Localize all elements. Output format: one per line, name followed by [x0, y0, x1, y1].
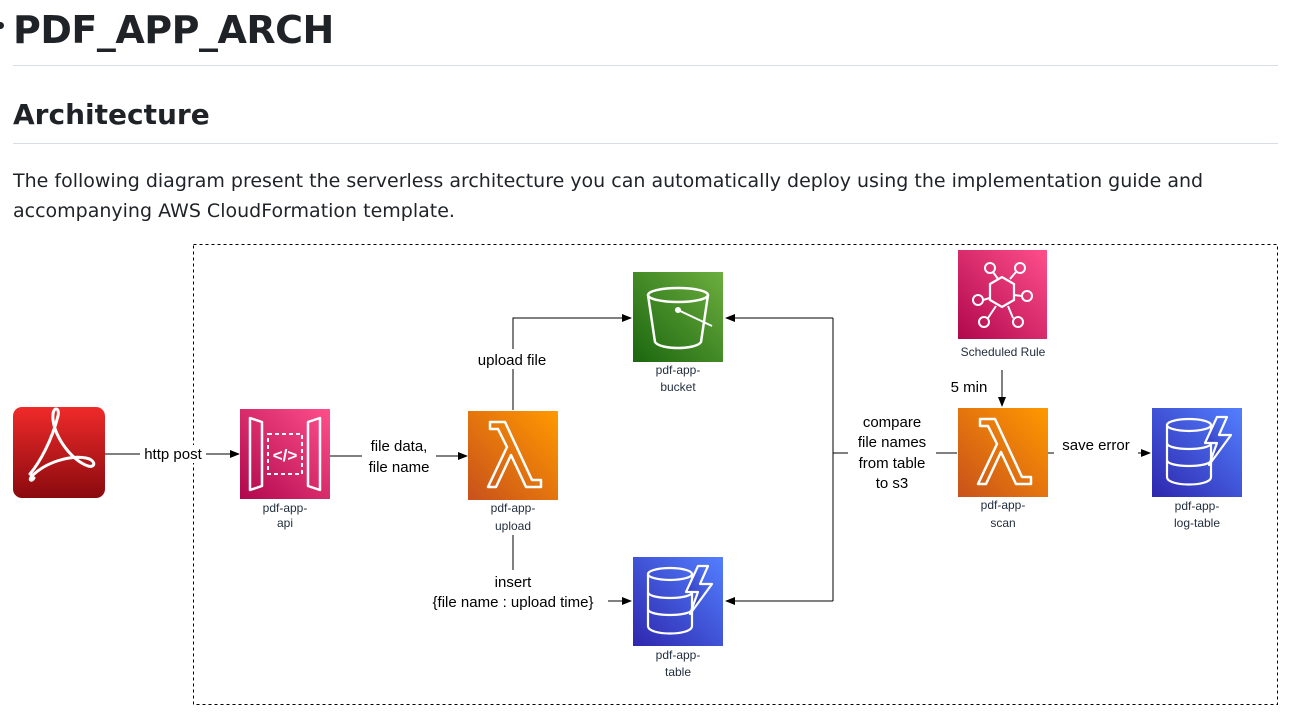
edge-label-file-data: file data, — [371, 438, 428, 455]
table-label-l1: pdf-app- — [656, 648, 701, 662]
edge-label-insert: insert — [495, 574, 533, 591]
heading-anchor-icon[interactable] — [0, 22, 4, 29]
edge-label-save-error: save error — [1062, 437, 1130, 454]
bucket-label-l1: pdf-app- — [656, 363, 701, 377]
table-label-l2: table — [665, 665, 691, 679]
section-divider — [13, 143, 1278, 144]
title-divider — [13, 65, 1278, 66]
edge-label-file-name: file name — [369, 459, 430, 476]
upload-label-l2: upload — [495, 519, 531, 533]
upload-label-l1: pdf-app- — [491, 501, 536, 515]
log-table-label-l2: log-table — [1174, 516, 1220, 530]
description-paragraph: The following diagram present the server… — [13, 170, 1204, 222]
scan-label-l2: scan — [990, 516, 1015, 530]
api-label-l2: api — [277, 516, 293, 530]
edge-upload-to-bucket — [512, 314, 632, 410]
eventbridge-icon — [958, 250, 1047, 339]
svg-text:</>: </> — [273, 446, 298, 465]
edge-label-5-min: 5 min — [951, 379, 988, 396]
edge-label-file-names: file names — [858, 434, 926, 451]
api-gateway-icon: </> — [240, 409, 330, 499]
bucket-label-l2: bucket — [660, 380, 696, 394]
log-table-label-l1: pdf-app- — [1175, 499, 1220, 513]
edge-label-insert-detail: {file name : upload time} — [433, 594, 594, 611]
scheduled-rule-label: Scheduled Rule — [961, 345, 1046, 359]
api-label-l1: pdf-app- — [263, 501, 308, 515]
lambda-icon — [958, 408, 1048, 497]
edge-label-from-table: from table — [859, 455, 926, 472]
dynamodb-icon — [1152, 408, 1242, 497]
edge-label-http-post: http post — [144, 446, 202, 463]
cloud-boundary — [193, 244, 1278, 705]
edge-label-upload-file: upload file — [478, 352, 546, 369]
adobe-acrobat-icon — [13, 407, 105, 498]
dynamodb-icon — [633, 557, 723, 646]
section-heading: Architecture — [13, 98, 210, 131]
s3-bucket-icon — [633, 272, 723, 362]
edge-label-compare: compare — [863, 414, 921, 431]
page-title: PDF_APP_ARCH — [13, 8, 334, 52]
scan-label-l1: pdf-app- — [981, 498, 1026, 512]
lambda-icon — [468, 411, 558, 500]
edge-label-to-s3: to s3 — [876, 475, 909, 492]
